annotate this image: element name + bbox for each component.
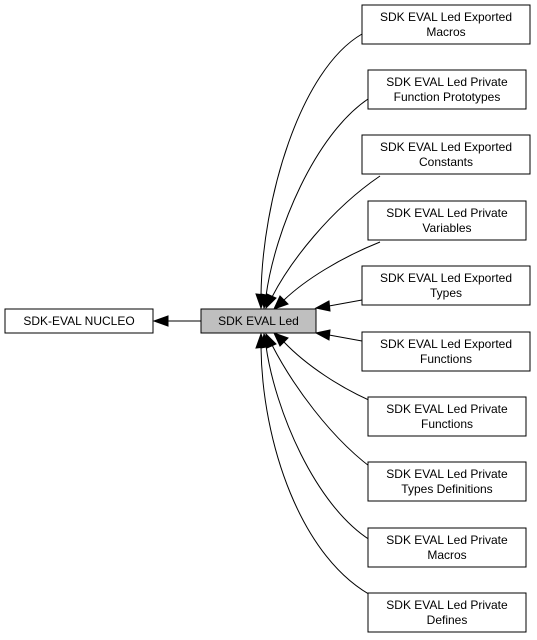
node-child-8[interactable]: SDK EVAL Led Private Macros — [367, 527, 527, 568]
node-child-6-line1: SDK EVAL Led Private — [386, 402, 508, 416]
node-parent-label: SDK-EVAL NUCLEO — [23, 314, 134, 328]
node-child-1[interactable]: SDK EVAL Led Private Function Prototypes — [367, 69, 527, 110]
node-child-0-line1: SDK EVAL Led Exported — [380, 10, 512, 24]
node-child-5[interactable]: SDK EVAL Led Exported Functions — [361, 331, 531, 372]
node-child-7[interactable]: SDK EVAL Led Private Types Definitions — [367, 461, 527, 502]
node-child-1-line2: Function Prototypes — [394, 90, 501, 104]
node-current[interactable]: SDK EVAL Led — [200, 308, 317, 334]
node-child-5-line1: SDK EVAL Led Exported — [380, 337, 512, 351]
node-child-9-line1: SDK EVAL Led Private — [386, 598, 508, 612]
edge-arrow-3 — [273, 295, 289, 310]
edge-child-4 — [328, 299, 363, 307]
node-child-2[interactable]: SDK EVAL Led Exported Constants — [361, 134, 531, 175]
node-child-9[interactable]: SDK EVAL Led Private Defines — [367, 592, 527, 633]
edge-arrow-4 — [314, 300, 331, 312]
node-child-3-line1: SDK EVAL Led Private — [386, 206, 508, 220]
node-child-2-line1: SDK EVAL Led Exported — [380, 140, 512, 154]
node-current-label: SDK EVAL Led — [218, 314, 299, 328]
node-child-0[interactable]: SDK EVAL Led Exported Macros — [361, 4, 531, 45]
edges-children — [255, 33, 389, 599]
node-child-4-line1: SDK EVAL Led Exported — [380, 271, 512, 285]
node-child-8-line2: Macros — [427, 548, 466, 562]
edge-child-7 — [271, 344, 381, 475]
node-child-6[interactable]: SDK EVAL Led Private Functions — [367, 396, 527, 437]
node-child-1-line1: SDK EVAL Led Private — [386, 75, 508, 89]
edge-child-1 — [265, 98, 369, 297]
edge-child-2 — [271, 175, 381, 298]
node-child-9-line2: Defines — [427, 613, 468, 627]
node-parent[interactable]: SDK-EVAL NUCLEO — [4, 308, 154, 334]
node-child-5-line2: Functions — [420, 352, 472, 366]
node-child-2-line2: Constants — [419, 155, 473, 169]
node-child-3-line2: Variables — [422, 221, 471, 235]
edge-arrow-2 — [265, 293, 277, 310]
node-child-4-line2: Types — [430, 286, 462, 300]
edge-arrow-5 — [314, 329, 331, 341]
node-child-7-line1: SDK EVAL Led Private — [386, 467, 508, 481]
edge-child-0 — [260, 33, 363, 297]
edge-arrow-9 — [255, 332, 267, 349]
node-child-8-line1: SDK EVAL Led Private — [386, 533, 508, 547]
edge-child-5 — [328, 334, 363, 342]
node-child-6-line2: Functions — [421, 417, 473, 431]
edge-child-3 — [283, 241, 381, 301]
edge-arrow-6 — [273, 332, 289, 347]
edge-current-to-parent — [152, 315, 201, 327]
edge-child-8 — [265, 345, 371, 541]
node-child-4[interactable]: SDK EVAL Led Exported Types — [361, 265, 531, 306]
node-child-3[interactable]: SDK EVAL Led Private Variables — [367, 200, 527, 241]
node-child-0-line2: Macros — [426, 25, 465, 39]
edge-child-9 — [260, 346, 377, 599]
node-child-7-line2: Types Definitions — [401, 482, 492, 496]
